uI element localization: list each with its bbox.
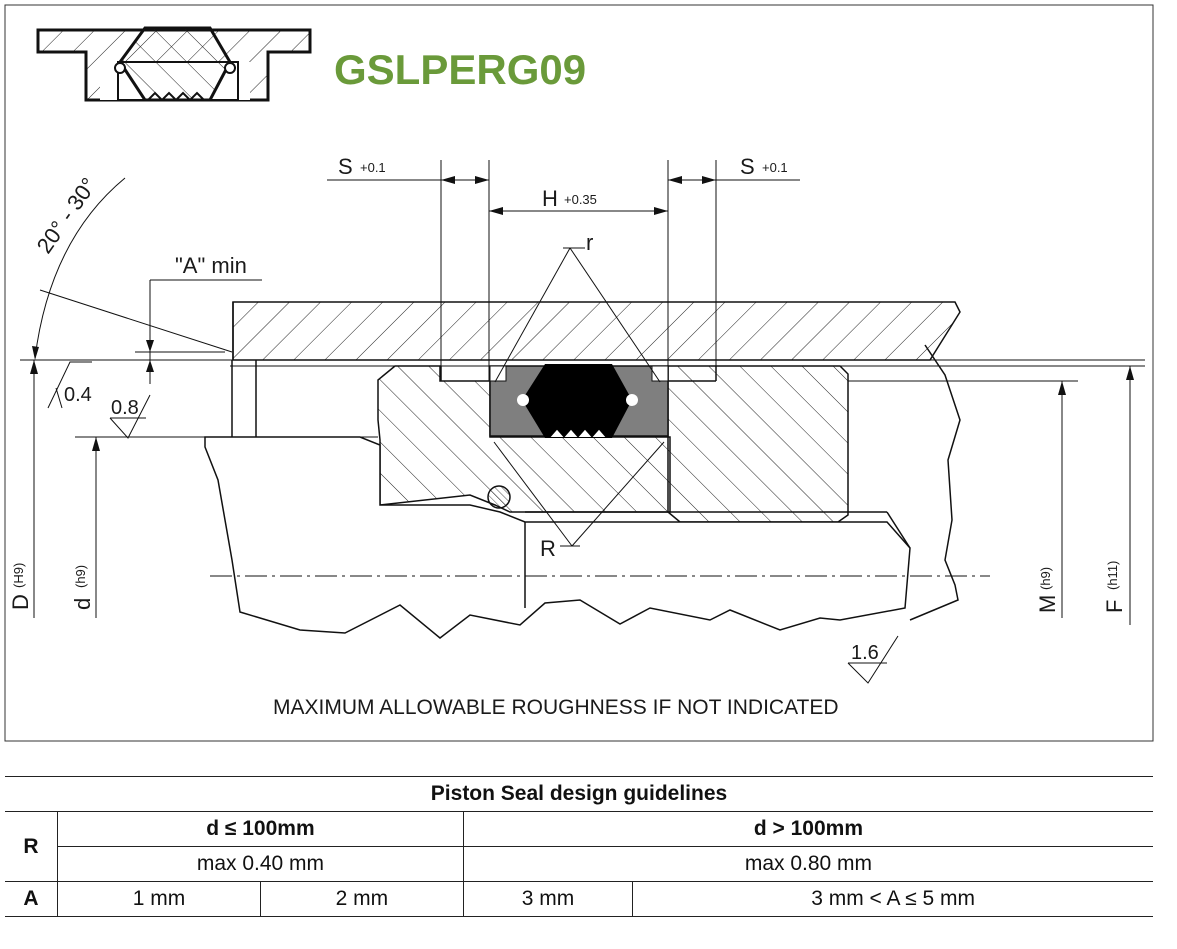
cell-A-4: 3 mm < A ≤ 5 mm [632, 881, 1153, 917]
guidelines-table: Piston Seal design guidelines R d ≤ 100m… [5, 776, 1153, 917]
dim-chamfer-angle: 20° - 30° [32, 173, 102, 258]
cell-A-3: 3 mm [462, 881, 634, 917]
dim-M: M [1035, 595, 1060, 613]
drawing-frame [4, 4, 1154, 742]
dim-d: d [70, 598, 95, 610]
cell-R-large: max 0.80 mm [462, 846, 1153, 882]
cylinder-body [232, 301, 961, 361]
table-title: Piston Seal design guidelines [5, 776, 1153, 812]
cell-A-1: 1 mm [57, 881, 261, 917]
col-header-large: d > 100mm [462, 811, 1153, 847]
dim-r: r [586, 230, 593, 255]
dim-H-tol: +0.35 [564, 192, 597, 207]
dim-D: D [8, 594, 33, 610]
piston-rod [204, 436, 911, 639]
piston-right [667, 365, 849, 523]
piston-left [377, 365, 671, 513]
cell-R-small: max 0.40 mm [57, 846, 464, 882]
dim-S-left-tol: +0.1 [360, 160, 386, 175]
roughness-general: 1.6 [851, 642, 879, 664]
dim-A-min: "A" min [175, 253, 247, 278]
seal-profile [489, 364, 669, 438]
row-label-R: R [5, 811, 58, 882]
roughness-note: MAXIMUM ALLOWABLE ROUGHNESS IF NOT INDIC… [273, 696, 839, 719]
dim-M-fit: (h9) [1038, 567, 1053, 590]
cell-A-2: 2 mm [259, 881, 464, 917]
roughness-groove: 0.8 [111, 397, 139, 419]
dim-H: H [542, 186, 558, 211]
dim-S-right-tol: +0.1 [762, 160, 788, 175]
seal-drawing: GSLPERG09 S +0.1 S [4, 4, 1154, 742]
dim-R: R [540, 536, 556, 561]
product-code: GSLPERG09 [334, 46, 586, 93]
col-header-small: d ≤ 100mm [57, 811, 464, 847]
o-ring [487, 485, 511, 509]
cylinder-wall [909, 344, 961, 621]
dim-F-fit: (h11) [1105, 561, 1120, 590]
chamfer-angle-arc [34, 177, 126, 359]
dim-F: F [1102, 600, 1127, 613]
row-label-A: A [5, 881, 58, 917]
dim-d-fit: (h9) [73, 565, 88, 588]
thumbnail-seal-sketch [36, 26, 312, 102]
dim-S-left: S [338, 154, 353, 179]
dim-D-fit: (H9) [11, 563, 26, 588]
roughness-bore: 0.4 [64, 384, 92, 406]
dim-S-right: S [740, 154, 755, 179]
